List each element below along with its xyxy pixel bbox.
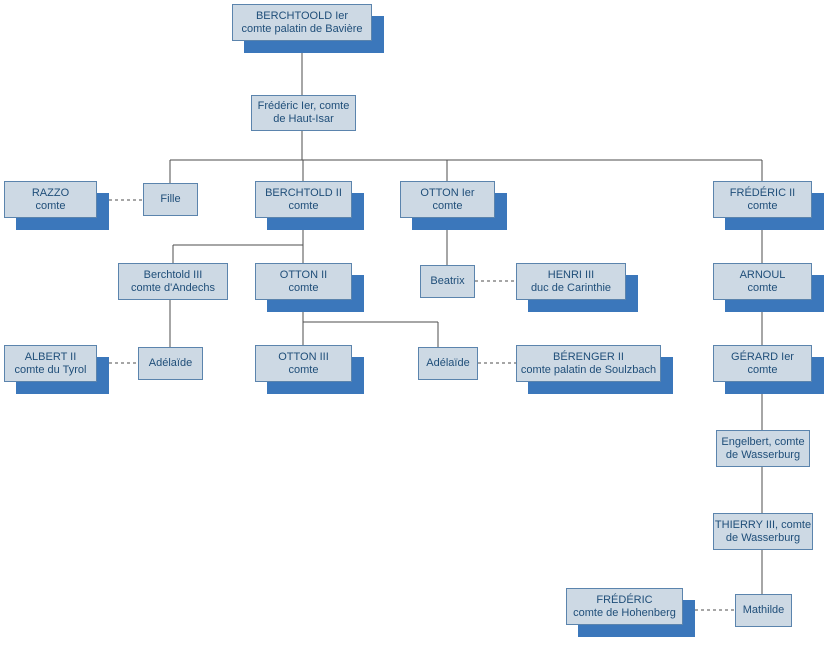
person-title: comte [288, 281, 319, 294]
person-name: OTTON III [278, 350, 329, 363]
person-title: comte [747, 363, 778, 376]
person-name: HENRI III [547, 268, 595, 281]
person-title: de Wasserburg [725, 448, 801, 461]
person-name: BERCHTOOLD Ier [255, 9, 349, 22]
node-frederic-ier[interactable]: Frédéric Ier, comte de Haut-Isar [251, 95, 356, 131]
person-name: FRÉDÉRIC II [729, 186, 796, 199]
person-title: comte du Tyrol [14, 363, 87, 376]
person-name: Mathilde [742, 604, 785, 616]
person-name: THIERRY III, comte [714, 518, 812, 531]
node-berchtold-iii[interactable]: Berchtold III comte d'Andechs [118, 263, 228, 300]
node-berchtold-ii[interactable]: BERCHTOLD II comte [255, 181, 352, 218]
person-title: de Haut-Isar [273, 113, 334, 125]
node-frederic-hohenberg[interactable]: FRÉDÉRIC comte de Hohenberg [566, 588, 683, 625]
person-name: Beatrix [430, 275, 465, 287]
person-name: Adélaïde [426, 357, 470, 369]
node-berchtoold-ier[interactable]: BERCHTOOLD Ier comte palatin de Bavière [232, 4, 372, 41]
person-title: comte [432, 199, 463, 212]
node-adelaide-1[interactable]: Adélaïde [138, 347, 203, 380]
node-otton-ii[interactable]: OTTON II comte [255, 263, 352, 300]
node-adelaide-2[interactable]: Adélaïde [418, 347, 478, 380]
person-name: Fille [160, 193, 181, 205]
node-fille[interactable]: Fille [143, 183, 198, 216]
person-title: comte palatin de Bavière [241, 22, 363, 35]
person-name: Berchtold III [143, 268, 203, 281]
person-title: comte [747, 199, 778, 212]
node-razzo[interactable]: RAZZO comte [4, 181, 97, 218]
node-engelbert[interactable]: Engelbert, comte de Wasserburg [716, 430, 810, 467]
person-name: GÉRARD Ier [731, 350, 794, 363]
node-otton-ier[interactable]: OTTON Ier comte [400, 181, 495, 218]
node-arnoul[interactable]: ARNOUL comte [713, 263, 812, 300]
person-name: BERCHTOLD II [265, 186, 342, 199]
person-name: Frédéric Ier, comte [257, 100, 350, 112]
person-title: de Wasserburg [725, 531, 801, 544]
person-title: comte [288, 363, 319, 376]
node-mathilde[interactable]: Mathilde [735, 594, 792, 627]
person-name: FRÉDÉRIC [596, 593, 653, 606]
person-name: Engelbert, comte [721, 435, 805, 448]
node-otton-iii[interactable]: OTTON III comte [255, 345, 352, 382]
person-title: comte de Hohenberg [573, 606, 676, 619]
person-title: comte d'Andechs [130, 281, 216, 294]
node-thierry-iii[interactable]: THIERRY III, comte de Wasserburg [713, 513, 813, 550]
person-title: comte palatin de Soulzbach [520, 363, 657, 376]
person-name: BÉRENGER II [553, 350, 624, 363]
node-albert-ii[interactable]: ALBERT II comte du Tyrol [4, 345, 97, 382]
person-title: duc de Carinthie [530, 281, 612, 294]
person-title: comte [747, 281, 778, 294]
person-name: Adélaïde [148, 357, 193, 369]
person-name: OTTON II [279, 268, 328, 281]
person-title: comte [288, 199, 319, 212]
person-name: RAZZO [31, 186, 70, 199]
person-name: ALBERT II [24, 350, 77, 363]
node-berenger-ii[interactable]: BÉRENGER II comte palatin de Soulzbach [516, 345, 661, 382]
node-frederic-ii[interactable]: FRÉDÉRIC II comte [713, 181, 812, 218]
node-henri-iii[interactable]: HENRI III duc de Carinthie [516, 263, 626, 300]
person-name: OTTON Ier [420, 186, 475, 199]
person-name: ARNOUL [739, 268, 786, 281]
node-gerard-ier[interactable]: GÉRARD Ier comte [713, 345, 812, 382]
person-title: comte [35, 199, 66, 212]
node-beatrix[interactable]: Beatrix [420, 265, 475, 298]
